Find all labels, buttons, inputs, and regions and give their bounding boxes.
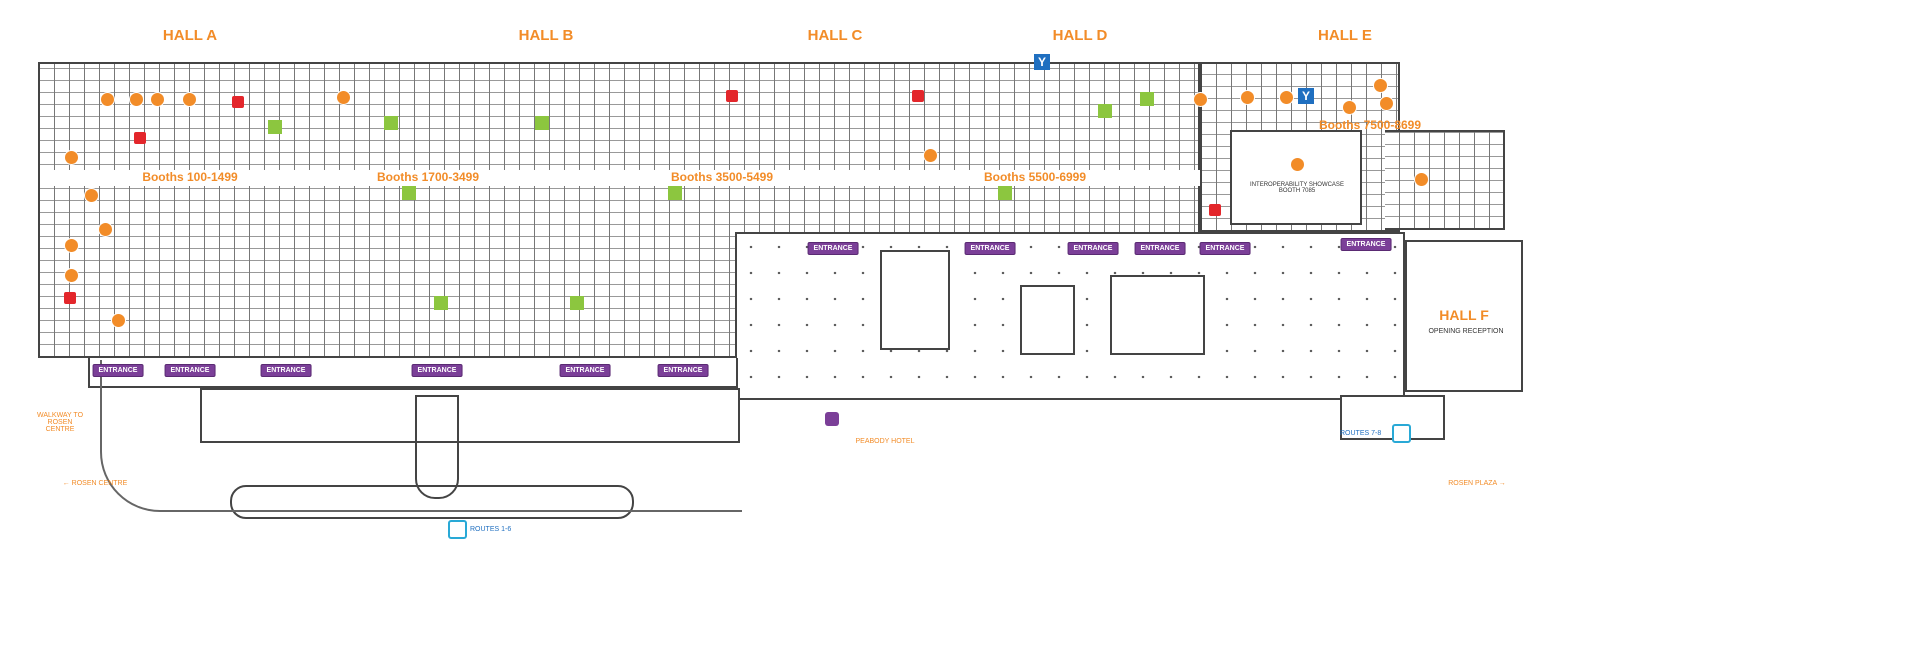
routes-7-8-label: ROUTES 7-8	[1340, 430, 1382, 437]
first-aid-icon[interactable]	[912, 90, 924, 102]
entrance-badge[interactable]: ENTRANCE	[1340, 238, 1392, 251]
entrance-badge[interactable]: ENTRANCE	[1134, 242, 1186, 255]
hotel-icon[interactable]	[825, 412, 839, 426]
info-kiosk-icon[interactable]	[402, 186, 416, 200]
numbered-marker-icon[interactable]	[129, 92, 144, 107]
peabody-hotel-label: PEABODY HOTEL	[855, 438, 915, 445]
routes-1-6-label: ROUTES 1-6	[470, 526, 512, 533]
hall-b-booths-label: Booths 1700-3499	[376, 170, 480, 184]
numbered-marker-icon	[1290, 157, 1305, 172]
shuttle-bus-icon[interactable]	[1392, 424, 1411, 443]
hall-e-east-booths	[1385, 130, 1505, 230]
numbered-marker-icon[interactable]	[1279, 90, 1294, 105]
numbered-marker-icon[interactable]	[100, 92, 115, 107]
info-kiosk-icon[interactable]	[668, 186, 682, 200]
numbered-marker-icon[interactable]	[1373, 78, 1388, 93]
numbered-marker-icon[interactable]	[64, 268, 79, 283]
info-kiosk-icon[interactable]	[1098, 104, 1112, 118]
numbered-marker-icon[interactable]	[923, 148, 938, 163]
hall-e-booths-label: Booths 7500-8699	[1318, 118, 1422, 132]
info-kiosk-icon[interactable]	[570, 296, 584, 310]
meeting-room	[1020, 285, 1075, 355]
hall-d-booths-label: Booths 5500-6999	[983, 170, 1087, 184]
hall-d-title: HALL D	[1052, 27, 1108, 44]
first-aid-icon[interactable]	[232, 96, 244, 108]
hall-f[interactable]: HALL F OPENING RECEPTION	[1405, 240, 1523, 392]
numbered-marker-icon[interactable]	[336, 90, 351, 105]
numbered-marker-icon[interactable]	[1240, 90, 1255, 105]
hall-c-booths-label: Booths 3500-5499	[670, 170, 774, 184]
info-kiosk-icon[interactable]	[268, 120, 282, 134]
meeting-room	[1110, 275, 1205, 355]
first-aid-icon[interactable]	[64, 292, 76, 304]
walkway-to-rosen-centre-label: WALKWAY TO ROSEN CENTRE	[36, 412, 84, 433]
hall-c-title: HALL C	[807, 27, 863, 44]
entrance-badge[interactable]: ENTRANCE	[411, 364, 463, 377]
showcase-label: INTEROPERABILITY SHOWCASE BOOTH 7085	[1250, 182, 1344, 194]
drive-lane	[100, 360, 742, 512]
first-aid-icon[interactable]	[134, 132, 146, 144]
entrance-badge[interactable]: ENTRANCE	[657, 364, 709, 377]
numbered-marker-icon[interactable]	[1342, 100, 1357, 115]
lower-concourse	[735, 232, 1405, 400]
numbered-marker-icon[interactable]	[111, 313, 126, 328]
numbered-marker-icon[interactable]	[150, 92, 165, 107]
hall-f-title: HALL F	[1439, 307, 1489, 323]
entrance-badge[interactable]: ENTRANCE	[1199, 242, 1251, 255]
info-kiosk-icon[interactable]	[434, 296, 448, 310]
hall-f-subtitle: OPENING RECEPTION	[1428, 328, 1504, 335]
entrance-badge[interactable]: ENTRANCE	[1067, 242, 1119, 255]
info-kiosk-icon[interactable]	[998, 186, 1012, 200]
info-kiosk-icon[interactable]	[384, 116, 398, 130]
numbered-marker-icon[interactable]	[64, 238, 79, 253]
hall-b-title: HALL B	[518, 27, 574, 44]
hall-e-title: HALL E	[1318, 27, 1372, 44]
interoperability-showcase[interactable]: INTEROPERABILITY SHOWCASE BOOTH 7085	[1230, 130, 1362, 225]
entrance-badge[interactable]: ENTRANCE	[260, 364, 312, 377]
numbered-marker-icon[interactable]	[1414, 172, 1429, 187]
hall-a-title: HALL A	[162, 27, 218, 44]
halls-a-d-booth-area	[38, 62, 1200, 358]
entrance-badge[interactable]: ENTRANCE	[559, 364, 611, 377]
numbered-marker-icon[interactable]	[1193, 92, 1208, 107]
meeting-room	[880, 250, 950, 350]
entrance-badge[interactable]: ENTRANCE	[964, 242, 1016, 255]
info-kiosk-icon[interactable]	[535, 116, 549, 130]
first-aid-icon[interactable]	[726, 90, 738, 102]
numbered-marker-icon[interactable]	[98, 222, 113, 237]
numbered-marker-icon[interactable]	[64, 150, 79, 165]
rosen-plaza-label: ROSEN PLAZA →	[1448, 480, 1506, 487]
entrance-badge[interactable]: ENTRANCE	[92, 364, 144, 377]
entrance-badge[interactable]: ENTRANCE	[807, 242, 859, 255]
y-lounge-icon[interactable]: Y	[1298, 88, 1314, 104]
numbered-marker-icon[interactable]	[84, 188, 99, 203]
hall-a-booths-label: Booths 100-1499	[142, 170, 238, 184]
shuttle-bus-icon[interactable]	[448, 520, 467, 539]
first-aid-icon[interactable]	[1209, 204, 1221, 216]
main-aisle	[40, 170, 1200, 186]
y-lounge-icon[interactable]: Y	[1034, 54, 1050, 70]
numbered-marker-icon[interactable]	[182, 92, 197, 107]
info-kiosk-icon[interactable]	[1140, 92, 1154, 106]
front-rooms	[200, 388, 740, 443]
entrance-badge[interactable]: ENTRANCE	[164, 364, 216, 377]
entry-plaza	[415, 395, 459, 499]
rosen-centre-label: ← ROSEN CENTRE	[62, 480, 128, 487]
numbered-marker-icon[interactable]	[1379, 96, 1394, 111]
